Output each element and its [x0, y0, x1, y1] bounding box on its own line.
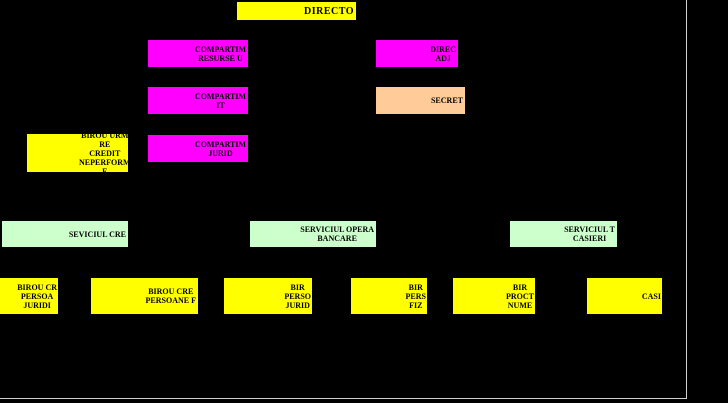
- legal-entities-office-box: BIR PERSO JURID: [224, 278, 312, 314]
- legal-entities-credit-office-box: BIROU CR PERSOA JURIDI: [0, 278, 58, 314]
- legal-entities-credit-office-label: BIROU CR PERSOA JURIDI: [17, 282, 57, 310]
- recovery-office-label: BIROU URM RE CREDIT NEPERFORM E: [79, 130, 131, 176]
- treasury-service-box: SERVICIUL T CASIERI: [510, 221, 617, 247]
- legal-compartment-box: COMPARTIM JURID: [148, 135, 248, 162]
- secretariat-label: SECRET: [430, 96, 463, 105]
- processing-office-label: BIR PROCT NUME: [506, 282, 534, 310]
- recovery-office-box: BIROU URM RE CREDIT NEPERFORM E: [27, 131, 131, 176]
- individuals-credit-office-box: BIROU CRE PERSOANE F: [91, 278, 198, 314]
- it-compartment-label: COMPARTIM IT: [194, 91, 246, 110]
- legal-compartment-label: COMPARTIM JURID: [194, 139, 246, 158]
- credit-service-box: SEVICIUL CRE: [2, 221, 128, 247]
- hr-compartment-box: COMPARTIM RESURSE U: [148, 40, 248, 67]
- individuals-credit-office-label: BIROU CRE PERSOANE F: [145, 287, 196, 305]
- banking-operations-service-box: SERVICIUL OPERA BANCARE: [250, 221, 376, 247]
- it-compartment-box: COMPARTIM IT: [148, 87, 248, 114]
- hr-compartment-label: COMPARTIM RESURSE U: [194, 44, 246, 63]
- individuals-office-box: BIR PERS FIZ: [351, 278, 427, 314]
- deputy-director-box: DIREC ADJ: [376, 40, 458, 67]
- deputy-director-label: DIREC ADJ: [430, 44, 456, 63]
- legal-entities-office-label: BIR PERSO JURID: [284, 282, 311, 310]
- cashier-office-label: CASI: [641, 291, 661, 301]
- cashier-office-box: CASI: [587, 278, 662, 314]
- credit-service-label: SEVICIUL CRE: [68, 229, 126, 239]
- secretariat-box: SECRET: [376, 87, 465, 114]
- chart-frame: [0, 0, 687, 399]
- processing-office-box: BIR PROCT NUME: [453, 278, 535, 314]
- individuals-office-label: BIR PERS FIZ: [405, 282, 426, 310]
- director-label: DIRECTO: [304, 5, 354, 17]
- banking-operations-service-label: SERVICIUL OPERA BANCARE: [300, 225, 374, 243]
- director-box: DIRECTO: [237, 2, 356, 20]
- treasury-service-label: SERVICIUL T CASIERI: [564, 225, 615, 243]
